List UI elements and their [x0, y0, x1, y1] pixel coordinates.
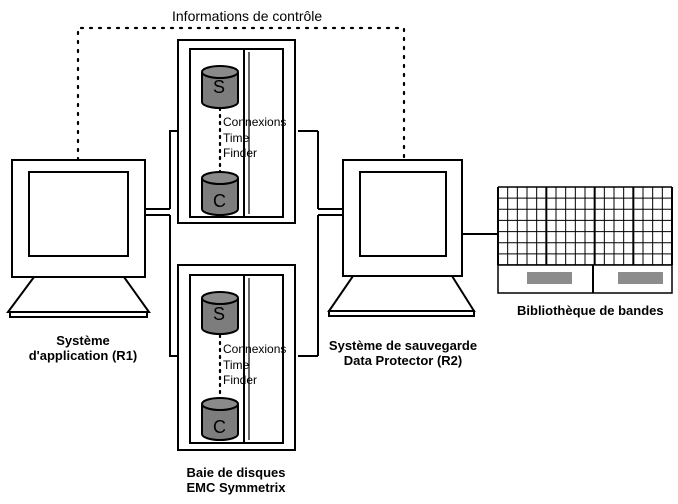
disk-s-bottom-icon [201, 291, 239, 335]
tape-slot-left [527, 272, 572, 284]
tape-library-icon [497, 186, 673, 294]
backup-system-label-line2: Data Protector (R2) [343, 352, 463, 368]
disk-c-top-letter: C [213, 191, 226, 211]
disk-s-top-icon [201, 65, 239, 109]
control-info-label: Informations de contrôle [172, 8, 323, 24]
app-system-label: Système d'application (R1) [18, 333, 148, 364]
disk-array-label-line2: EMC Symmetrix [186, 479, 286, 495]
disk-c-bottom-letter: C [213, 417, 226, 437]
control-info-dotted-line [76, 26, 406, 162]
disk-s-top-letter: S [213, 77, 226, 97]
tape-library-label: Bibliothèque de bandes [517, 303, 664, 318]
timefinder-bottom-line3: Finder [223, 373, 258, 388]
app-system-label-line1: Système [56, 333, 110, 348]
timefinder-bottom-line1: Connexions [223, 342, 287, 356]
disk-s-bottom-letter: S [213, 304, 226, 324]
timefinder-top-line1: Connexions [223, 115, 287, 129]
timefinder-bottom-label: Connexions Time Finder [223, 342, 286, 389]
backup-system-workstation-icon [327, 159, 476, 317]
disk-c-top-icon [201, 171, 239, 216]
tape-slot-right [618, 272, 663, 284]
backup-system-label-line1: Système de sauvegarde [328, 338, 478, 353]
timefinder-top-line2: Time [223, 130, 250, 145]
app-system-workstation-icon [6, 159, 151, 318]
disk-c-bottom-icon [201, 397, 239, 441]
timefinder-top-label: Connexions Time Finder [223, 115, 286, 162]
app-system-label-line2: d'application (R1) [28, 347, 138, 363]
disk-array-label: Baie de disques EMC Symmetrix [166, 465, 306, 496]
backup-system-label: Système de sauvegarde Data Protector (R2… [318, 338, 488, 369]
timefinder-bottom-line2: Time [223, 357, 250, 372]
timefinder-top-line3: Finder [223, 146, 258, 161]
disk-array-label-line1: Baie de disques [186, 465, 286, 480]
